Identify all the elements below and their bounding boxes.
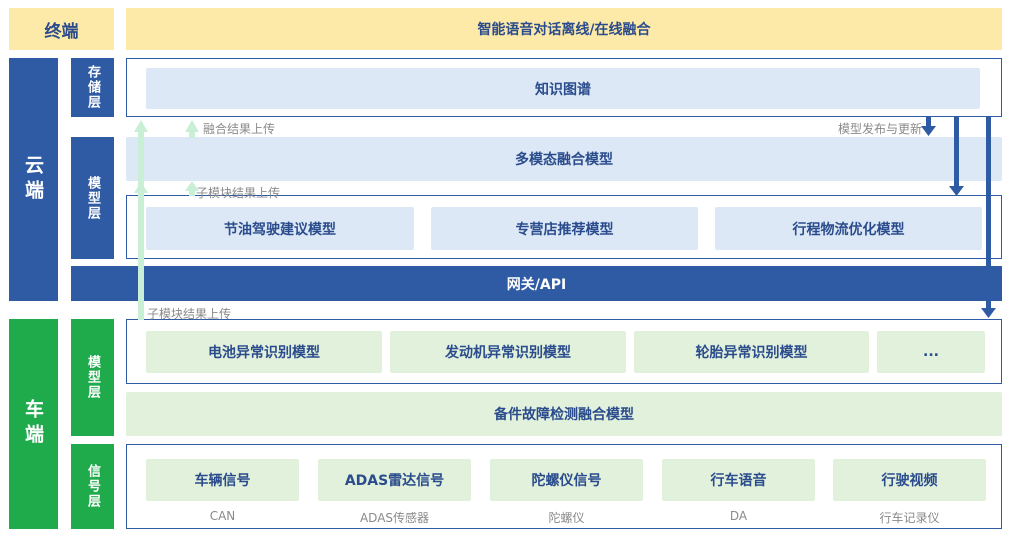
arrow-up-sub-shaft bbox=[189, 191, 195, 196]
vehicle-signal-layer-label: 信号层 bbox=[71, 444, 114, 529]
signal-video: 行驶视频 bbox=[833, 459, 986, 501]
arrow-up-cloud-sub-head bbox=[134, 182, 148, 193]
upload-arrows bbox=[134, 120, 199, 320]
signal-gyro: 陀螺仪信号 bbox=[490, 459, 643, 501]
arrow-up-fusion-shaft bbox=[189, 132, 195, 138]
arrow-up-long-head bbox=[134, 120, 148, 132]
vehicle-model-engine: 发动机异常识别模型 bbox=[390, 331, 626, 373]
signal-source-recorder: 行车记录仪 bbox=[879, 511, 940, 525]
signal-adas: ADAS雷达信号 bbox=[318, 459, 471, 501]
cloud-model-logistics: 行程物流优化模型 bbox=[715, 207, 982, 250]
release-arrows bbox=[921, 117, 996, 318]
terminal-voice-bar: 智能语音对话离线/在线融合 bbox=[126, 8, 1002, 50]
gateway-api-bar: 网关/API bbox=[71, 266, 1002, 301]
multimodal-fusion-model: 多模态融合模型 bbox=[126, 137, 1002, 181]
signal-voice: 行车语音 bbox=[662, 459, 815, 501]
cloud-model-dealer: 专营店推荐模型 bbox=[431, 207, 698, 250]
arrow-down-2-head bbox=[949, 186, 964, 196]
signal-source-gyro: 陀螺仪 bbox=[548, 511, 585, 525]
arrow-up-long-shaft bbox=[138, 132, 144, 320]
caption-submodel-upload-vehicle: 子模块结果上传 bbox=[147, 307, 232, 321]
vehicle-model-more: ... bbox=[877, 331, 985, 373]
arrow-up-fusion-head bbox=[185, 120, 199, 132]
knowledge-graph-box: 知识图谱 bbox=[146, 68, 980, 109]
cloud-label: 云端 bbox=[9, 58, 58, 301]
caption-submodel-upload-cloud: 子模块结果上传 bbox=[196, 186, 281, 200]
vehicle-model-battery: 电池异常识别模型 bbox=[146, 331, 382, 373]
arrow-up-sub-head bbox=[185, 181, 199, 191]
vehicle-model-tire: 轮胎异常识别模型 bbox=[634, 331, 869, 373]
cloud-model-layer-label: 模型层 bbox=[71, 137, 114, 259]
cloud-model-fuel: 节油驾驶建议模型 bbox=[146, 207, 414, 250]
arrow-down-3-shaft bbox=[986, 117, 991, 309]
signal-source-adas: ADAS传感器 bbox=[359, 511, 430, 525]
signal-vehicle: 车辆信号 bbox=[146, 459, 299, 501]
arrow-down-3-head bbox=[981, 308, 996, 318]
caption-fusion-upload: 融合结果上传 bbox=[203, 122, 276, 136]
arrow-down-1-head bbox=[921, 126, 936, 136]
arrow-down-1-shaft bbox=[926, 117, 931, 127]
cloud-storage-layer-label: 存储层 bbox=[71, 58, 114, 117]
signal-source-da: DA bbox=[729, 509, 748, 523]
caption-model-release: 模型发布与更新 bbox=[838, 122, 923, 136]
terminal-label: 终端 bbox=[9, 8, 114, 50]
vehicle-label: 车端 bbox=[9, 319, 58, 529]
arrow-down-2-shaft bbox=[954, 117, 959, 187]
vehicle-model-layer-label: 模型层 bbox=[71, 319, 114, 436]
spare-parts-fusion-model: 备件故障检测融合模型 bbox=[126, 392, 1002, 436]
signal-source-can: CAN bbox=[209, 509, 236, 523]
